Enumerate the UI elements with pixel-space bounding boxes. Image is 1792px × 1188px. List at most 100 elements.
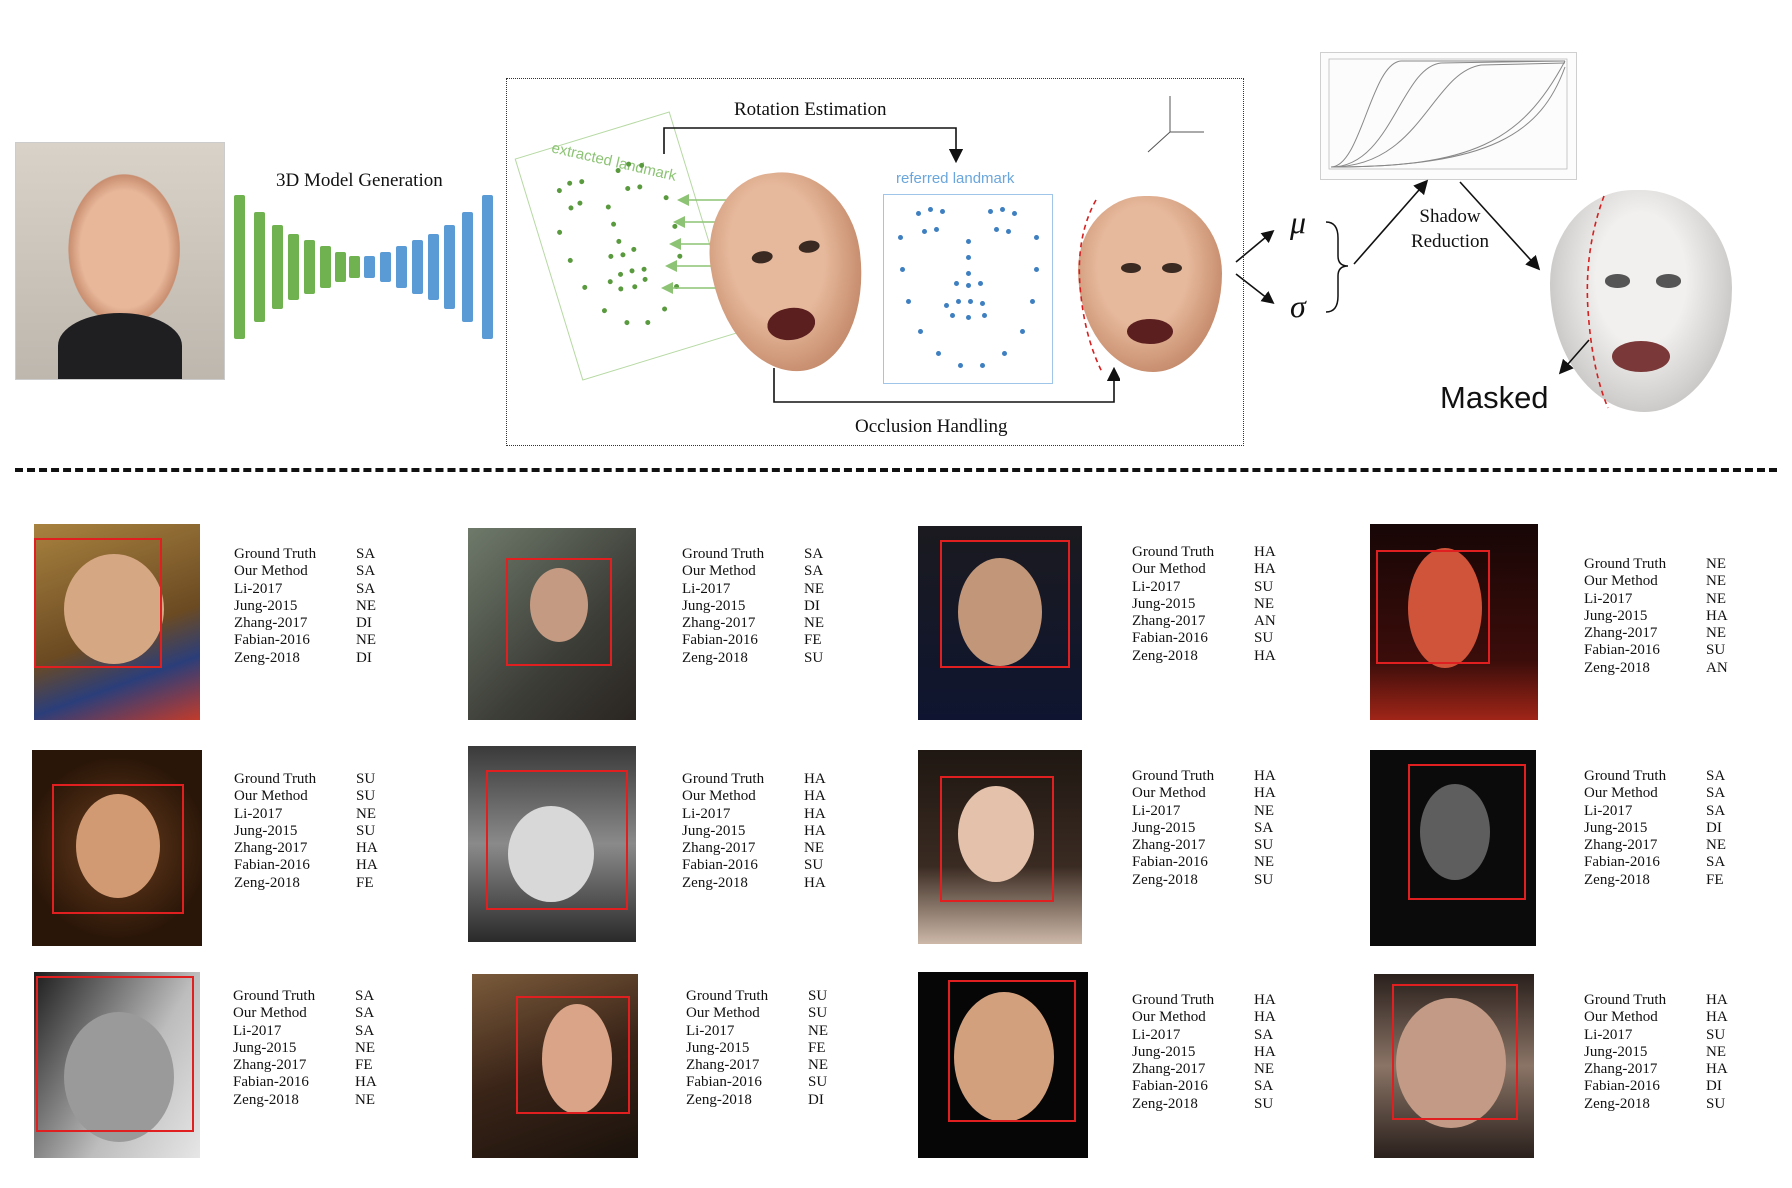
decoder-layer	[462, 212, 473, 322]
landmark-dot	[628, 267, 636, 274]
result-image-8	[1370, 750, 1536, 946]
occlusion-handled-face	[1078, 196, 1222, 372]
label-rotation-estimation: Rotation Estimation	[734, 99, 887, 120]
landmark-dot	[623, 319, 631, 326]
shadow-curve-plot	[1320, 52, 1577, 180]
statistics-arrows	[1235, 221, 1349, 313]
landmark-dot	[619, 251, 627, 258]
landmark-dot	[644, 319, 651, 326]
result-image-4	[1370, 524, 1538, 720]
landmark-dot	[607, 278, 614, 285]
result-image-1	[34, 524, 200, 720]
result-image-3	[918, 526, 1082, 720]
decoder-layer	[482, 195, 493, 339]
label-3d-model-generation: 3D Model Generation	[276, 170, 443, 191]
axes-icon	[1147, 96, 1204, 153]
landmark-dot	[617, 285, 624, 293]
result-image-9	[34, 972, 200, 1158]
decoder-layer	[428, 234, 439, 300]
landmark-dot	[610, 221, 617, 228]
occlusion-handling-arrow	[773, 366, 1120, 403]
masked-arrow	[1558, 339, 1590, 375]
landmark-dot	[601, 307, 608, 314]
result-image-10	[472, 974, 638, 1158]
landmark-dot	[607, 253, 614, 260]
encoder-layer	[349, 256, 360, 278]
sigma-symbol: σ	[1290, 288, 1306, 324]
landmark-dot	[641, 276, 649, 283]
label-occlusion-handling: Occlusion Handling	[855, 416, 1008, 437]
encoder-layer	[272, 225, 283, 309]
label-reduction: Reduction	[1410, 231, 1490, 252]
landmark-dot	[605, 203, 612, 211]
result-image-5	[32, 750, 202, 946]
landmark-dot	[567, 257, 574, 264]
encoder-layer	[254, 212, 265, 322]
decoder-layer	[364, 256, 375, 278]
result-image-7	[918, 750, 1082, 944]
shadow-reduction-arrows	[1353, 179, 1541, 271]
result-image-11	[918, 972, 1088, 1158]
landmark-dot	[630, 246, 637, 253]
landmark-dot	[640, 266, 648, 273]
referred-landmark-label: referred landmark	[896, 170, 1015, 187]
decoder-layer	[396, 246, 407, 288]
